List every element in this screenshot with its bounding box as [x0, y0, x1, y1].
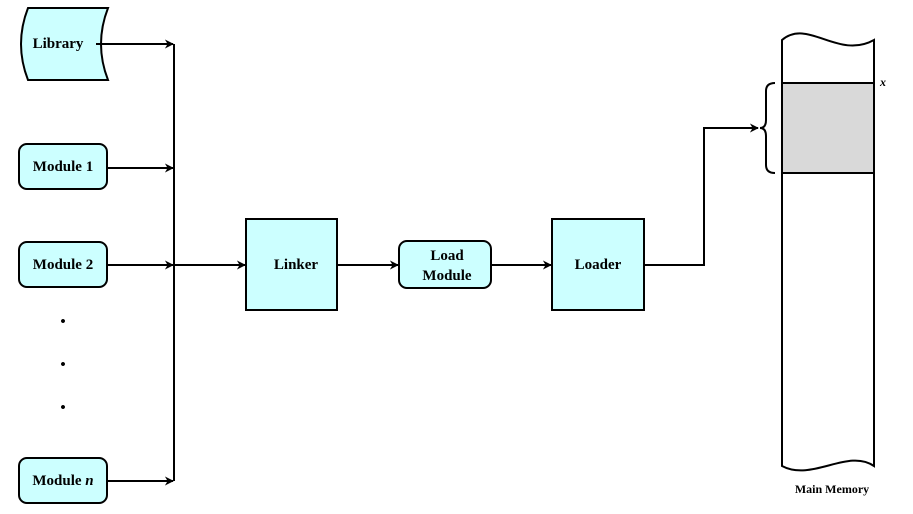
module-1-label: Module 1: [33, 159, 93, 175]
module-n-node: Module n: [18, 457, 108, 504]
linker-label: Linker: [274, 257, 319, 273]
main-memory: x Main Memory: [781, 32, 886, 496]
main-memory-label: Main Memory: [795, 482, 869, 496]
memory-address-label: x: [879, 75, 886, 89]
loader-label: Loader: [575, 257, 622, 273]
memory-region-brace: [759, 82, 776, 174]
module-n-var: n: [85, 473, 93, 489]
ellipsis-dot-3: •: [60, 400, 65, 416]
load-module-label-line-1: Load: [430, 248, 464, 264]
load-module-label-line-2: Module: [422, 268, 472, 284]
linker-node: Linker: [245, 218, 338, 311]
ellipsis-dot-2: •: [60, 357, 65, 373]
module-1-node: Module 1: [18, 143, 108, 190]
memory-region: [781, 82, 875, 174]
linker-box: [245, 218, 338, 311]
module-n-label: Module n: [32, 473, 93, 489]
arrow-loader-to-memory: [644, 123, 759, 266]
library-node: Library: [20, 7, 110, 81]
load-module-node: Load Module: [398, 240, 492, 289]
ellipsis-dot-1: •: [60, 314, 65, 330]
module-n-prefix: Module: [32, 473, 82, 489]
library-label: Library: [33, 36, 84, 52]
module-2-node: Module 2: [18, 241, 108, 288]
library-shape: [20, 7, 110, 81]
module-1-box: [18, 143, 108, 190]
module-2-label: Module 2: [33, 257, 93, 273]
loader-node: Loader: [551, 218, 645, 311]
